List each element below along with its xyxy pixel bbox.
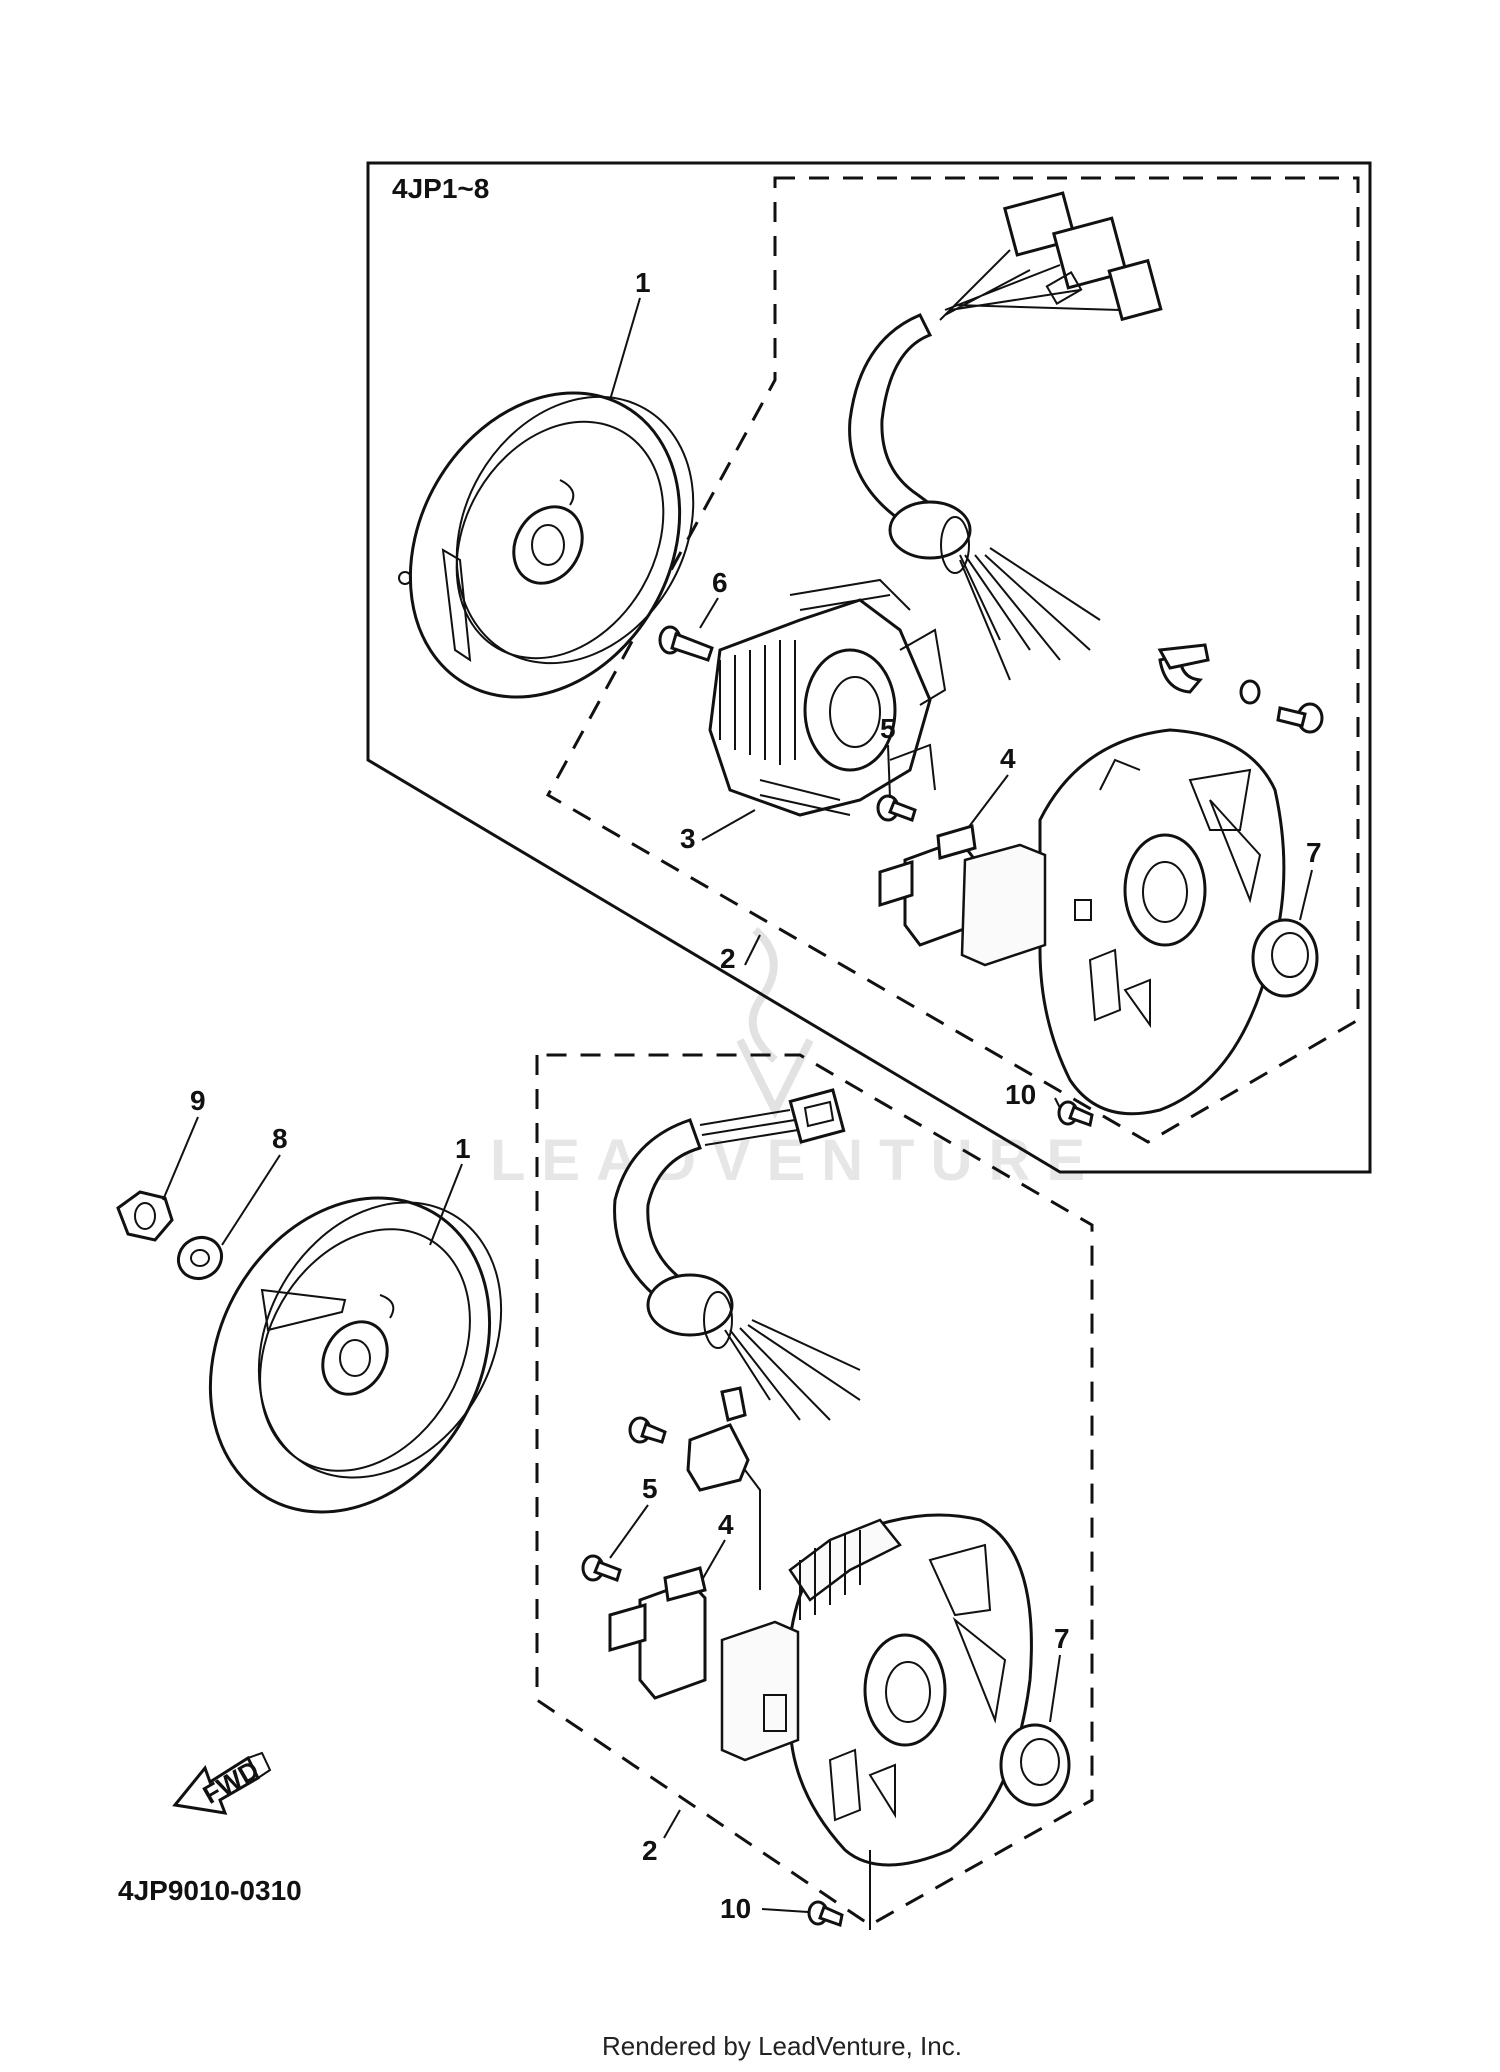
upper-callout-base-screw: 10 — [1005, 1079, 1036, 1110]
watermark: LEADVENTURE — [490, 1128, 1101, 1193]
upper-stator-screw — [658, 625, 714, 662]
upper-callout-stator-coil: 3 — [680, 823, 696, 854]
lower-nut — [116, 1190, 174, 1242]
upper-callout-pickup-coil: 4 — [1000, 743, 1016, 774]
upper-stator-coil — [708, 578, 947, 817]
lower-callout-pickup-screw: 5 — [642, 1473, 658, 1504]
upper-pickup-coil — [878, 824, 977, 947]
lower-pickup-screw — [581, 1554, 622, 1582]
model-range-label: 4JP1~8 — [392, 173, 489, 204]
upper-callout-pickup-screw: 5 — [880, 713, 896, 744]
fwd-arrow-icon: FWD — [172, 1751, 272, 1815]
lower-base-screw — [807, 1900, 844, 1927]
lower-stator-assembly-frame — [535, 1053, 1094, 1927]
upper-base-plate — [960, 728, 1286, 1116]
upper-oil-seal — [1251, 918, 1319, 998]
lower-base-plate — [720, 1513, 1033, 1867]
upper-callout-stator-screw: 6 — [712, 567, 728, 598]
fwd-arrow-label: FWD — [198, 1754, 264, 1810]
upper-callout-stator-assembly: 2 — [720, 943, 736, 974]
lower-callout-pickup-coil: 4 — [718, 1509, 734, 1540]
lower-wiring-harness — [613, 1088, 861, 1421]
lower-callout-stator-assembly: 2 — [642, 1835, 658, 1866]
upper-base-screw — [1057, 1100, 1094, 1127]
upper-frame — [366, 161, 1372, 1174]
upper-clamp — [1157, 643, 1324, 734]
lower-callout-oil-seal: 7 — [1054, 1623, 1070, 1654]
lower-callout-flywheel: 1 — [455, 1133, 471, 1164]
upper-stator-assembly-frame — [545, 176, 1360, 1144]
upper-pickup-screw — [876, 794, 917, 822]
lower-oil-seal — [999, 1723, 1071, 1807]
lower-leader-lines — [162, 1116, 1061, 1930]
upper-wiring-harness — [848, 191, 1163, 681]
lower-flywheel — [208, 1196, 503, 1514]
lower-callout-washer: 8 — [272, 1123, 288, 1154]
lower-callout-nut: 9 — [190, 1085, 206, 1116]
upper-callout-flywheel: 1 — [635, 267, 651, 298]
upper-callout-oil-seal: 7 — [1306, 837, 1322, 868]
upper-flywheel — [398, 391, 695, 699]
upper-leader-lines — [609, 297, 1313, 1109]
watermark-logo — [736, 926, 814, 1119]
lower-pickup-coil — [608, 1566, 707, 1700]
diagram-code: 4JP9010-0310 — [118, 1875, 302, 1906]
lower-sensor — [628, 1386, 761, 1590]
footer-credit: Rendered by LeadVenture, Inc. — [602, 2031, 962, 2061]
lower-callout-base-screw: 10 — [720, 1893, 751, 1924]
lower-washer — [176, 1235, 224, 1281]
